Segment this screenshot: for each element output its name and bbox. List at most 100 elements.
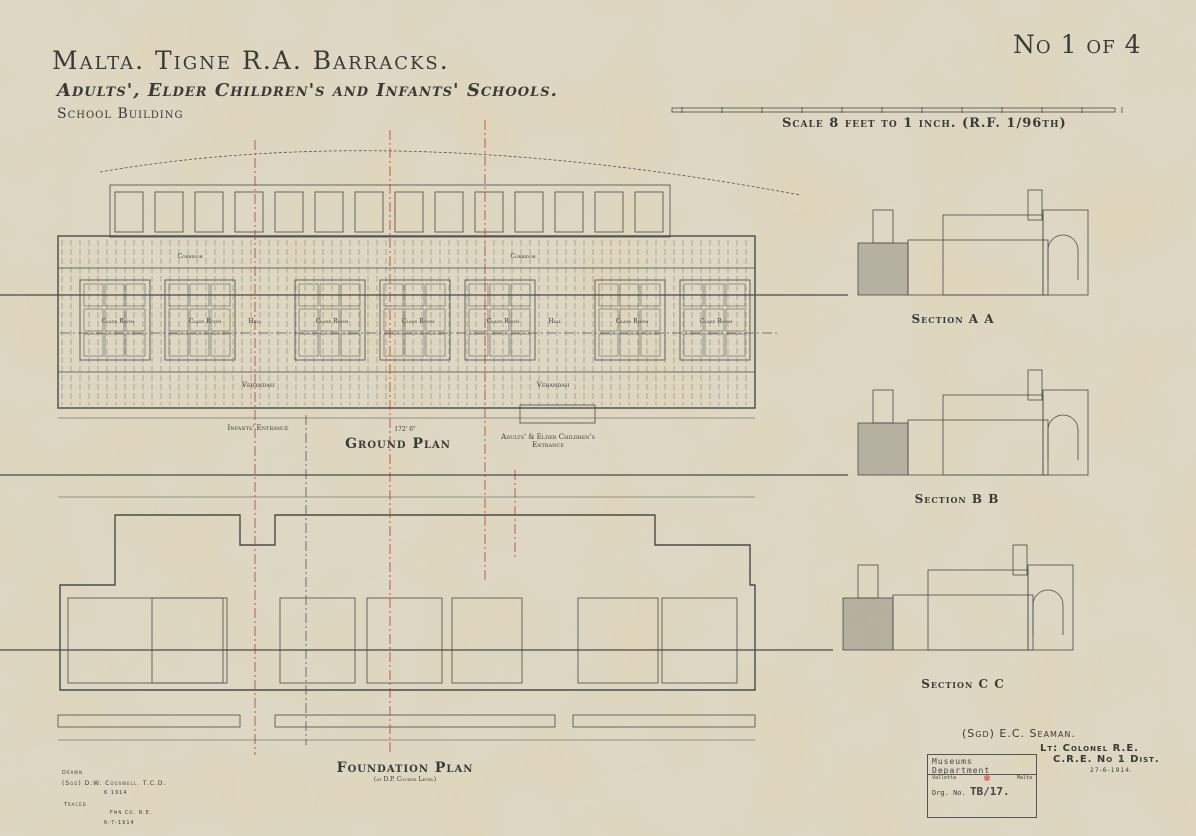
- desk-block: [425, 308, 446, 332]
- drawing-line: [1047, 234, 1079, 280]
- signature-seaman: (Sgd) E.C. Seaman.: [962, 727, 1076, 740]
- desk-block: [298, 333, 319, 357]
- desk-block: [298, 308, 319, 332]
- rear-room: [314, 191, 344, 233]
- hall-label: Hall: [248, 318, 262, 325]
- desk-block: [598, 333, 619, 357]
- class-room: [679, 279, 751, 361]
- rear-room: [194, 191, 224, 233]
- signature-office: C.R.E. No 1 Dist.: [1053, 754, 1160, 765]
- foundation-footing: [572, 714, 756, 728]
- desk-block: [510, 308, 531, 332]
- building-name: School Building: [57, 106, 184, 122]
- desk-block: [425, 333, 446, 357]
- drawing-line: [842, 597, 894, 651]
- desk-block: [125, 308, 146, 332]
- desk-block: [468, 333, 489, 357]
- drawing-line: [1012, 544, 1028, 576]
- drawing-line: [1047, 414, 1079, 460]
- rear-room: [114, 191, 144, 233]
- desk-block: [383, 308, 404, 332]
- class-room-label: Class Room: [101, 318, 135, 325]
- foundation-outline: [59, 514, 756, 691]
- stamp-city: Valletta: [932, 775, 957, 781]
- desk-block: [725, 308, 746, 332]
- desk-block: [683, 308, 704, 332]
- foundation-plan-note: (at D.P. Course Level): [373, 776, 437, 783]
- drawing-line: [1027, 189, 1043, 221]
- foundation-footing: [57, 714, 241, 728]
- foundation-bay: [451, 597, 523, 684]
- foundation-footing: [274, 714, 556, 728]
- desk-block: [640, 333, 661, 357]
- drawn-label: Drawn: [62, 770, 83, 776]
- museum-stamp: Museums Department Valletta Malta Drg. No…: [927, 754, 1037, 818]
- overall-length-dimension: 172' 6": [394, 426, 416, 433]
- desk-block: [704, 308, 725, 332]
- section-aa-label: Section A A: [911, 312, 995, 326]
- drawing-line: [1042, 389, 1089, 476]
- rear-room: [234, 191, 264, 233]
- sheet-number: No 1 of 4: [1013, 30, 1142, 59]
- stamp-drg-number: TB/17.: [969, 785, 1010, 798]
- class-room-label: Class Room: [486, 318, 520, 325]
- drawing-line: [857, 564, 879, 599]
- desk-block: [210, 333, 231, 357]
- traced-by: Fmn Co. R.E.: [110, 810, 153, 816]
- stamp-drg-label: Drg. No.: [932, 789, 966, 797]
- desk-block: [725, 333, 746, 357]
- class-room-label: Class Room: [315, 318, 349, 325]
- desk-block: [189, 333, 210, 357]
- scale-note: Scale 8 feet to 1 inch. (R.F. 1/96th): [782, 116, 1067, 131]
- rear-room: [554, 191, 584, 233]
- signature-date: 27-6-1914.: [1090, 767, 1133, 774]
- rear-room: [634, 191, 664, 233]
- traced-label: Traced: [64, 802, 87, 808]
- desk-block: [598, 308, 619, 332]
- drawing-line: [872, 389, 894, 424]
- foundation-bay: [67, 597, 224, 684]
- desk-block: [189, 308, 210, 332]
- desk-block: [489, 308, 510, 332]
- section-cc-label: Section C C: [921, 677, 1005, 691]
- class-room-label: Class Room: [401, 318, 435, 325]
- stamp-department: Museums Department: [932, 757, 991, 775]
- class-room: [294, 279, 366, 361]
- ground-plan-outline: [57, 235, 756, 409]
- infants-entrance-label: Infants' Entrance: [227, 424, 289, 432]
- foundation-bay: [279, 597, 356, 684]
- rear-room: [474, 191, 504, 233]
- stamp-dot-icon: [983, 775, 990, 781]
- desk-block: [210, 308, 231, 332]
- foundation-bay: [577, 597, 659, 684]
- adults-entrance-label: Adults' & Elder Children's Entrance: [501, 433, 595, 449]
- desk-block: [468, 308, 489, 332]
- foundation-bay: [661, 597, 738, 684]
- drawing-line: [1032, 589, 1064, 635]
- rear-room: [154, 191, 184, 233]
- rear-room: [514, 191, 544, 233]
- stamp-country: Malta: [1016, 775, 1032, 781]
- foundation-bay: [366, 597, 443, 684]
- class-room: [79, 279, 151, 361]
- rear-room: [274, 191, 304, 233]
- class-room: [594, 279, 666, 361]
- desk-block: [683, 333, 704, 357]
- scale-bar: [671, 107, 1116, 113]
- desk-block: [489, 333, 510, 357]
- desk-block: [319, 308, 340, 332]
- drawing-line: [1027, 564, 1074, 651]
- desk-block: [125, 333, 146, 357]
- desk-block: [704, 333, 725, 357]
- rear-room: [594, 191, 624, 233]
- desk-block: [319, 333, 340, 357]
- signature-rank: Lt: Colonel R.E.: [1040, 743, 1139, 754]
- drawing-line: [857, 242, 909, 296]
- drawn-date: 6 1914: [104, 790, 128, 796]
- verandah-label: Verandah: [536, 381, 570, 389]
- rear-room: [354, 191, 384, 233]
- corridor-label: Corridor: [177, 253, 203, 260]
- drawing-line: [1042, 209, 1089, 296]
- desk-block: [640, 308, 661, 332]
